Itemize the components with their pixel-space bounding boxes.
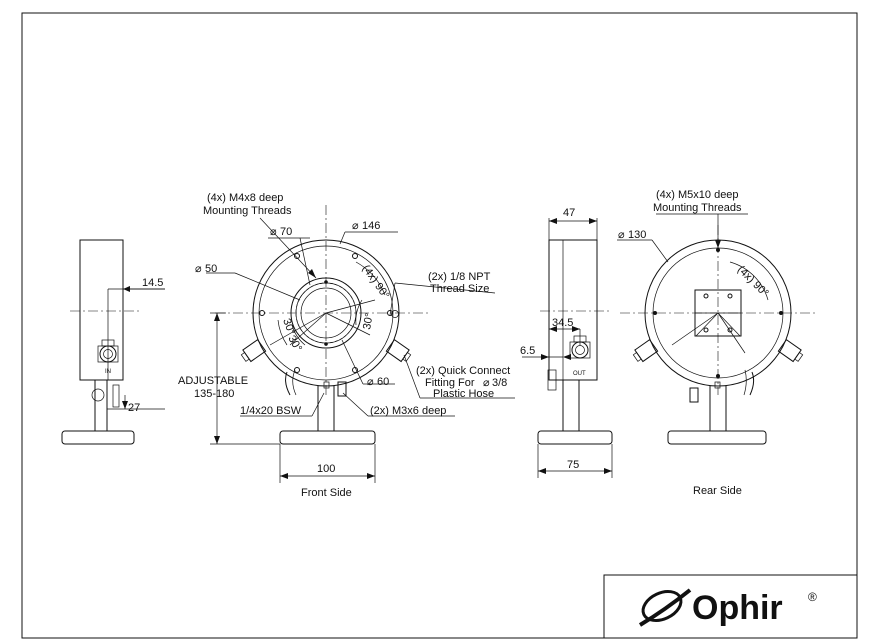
ophir-brand-text: Ophir [692, 589, 783, 627]
side-height-label: 27 [128, 402, 140, 414]
m3-label: (2x) M3x6 deep [370, 405, 446, 417]
logo-box [603, 574, 858, 639]
bsw-label: 1/4x20 BSW [240, 405, 302, 417]
ophir-swoosh-icon [638, 588, 692, 627]
rear-side-width-label: 47 [563, 207, 575, 219]
dia-60-symbol: ⌀ [367, 376, 374, 388]
in-label: IN [105, 369, 111, 375]
rear-threads-label-1: (4x) M5x10 deep [656, 189, 739, 201]
angle-30-b: 30° [285, 334, 304, 354]
drawing-frame [21, 12, 858, 639]
dia-70-label: 70 [280, 226, 292, 238]
registered-mark: ® [808, 590, 817, 604]
rear-side-small-label: 6.5 [520, 345, 535, 357]
dia-50-label: 50 [205, 263, 217, 275]
qc-label-2: Fitting For [425, 377, 475, 389]
angle-30-c: 30° [361, 312, 376, 330]
front-caption: Front Side [301, 487, 352, 499]
rear-threads-label-2: Mounting Threads [653, 202, 742, 214]
ophir-logo: Ophir ® [638, 588, 817, 627]
front-threads-label-2: Mounting Threads [203, 205, 292, 217]
left-side-view [61, 239, 165, 445]
dia-130-symbol: ⌀ [618, 229, 625, 241]
adjustable-label-1: ADJUSTABLE [178, 375, 248, 387]
dia-50-symbol: ⌀ [195, 263, 202, 275]
out-label: OUT [573, 371, 586, 377]
rear-side-base-label: 75 [567, 459, 579, 471]
npt-label-1: (2x) 1/8 NPT [428, 271, 491, 283]
rear-side-offset-label: 34.5 [552, 317, 573, 329]
rear-caption: Rear Side [693, 485, 742, 497]
dia-70-symbol: ⌀ [270, 226, 277, 238]
angle-30-a: 30° [280, 317, 297, 337]
dia-60-label: 60 [377, 376, 389, 388]
rear-view [617, 213, 815, 445]
front-base-width-label: 100 [317, 463, 335, 475]
rear-side-view [522, 218, 613, 478]
dia-146-label: 146 [362, 220, 380, 232]
adjustable-label-2: 135-180 [194, 388, 234, 400]
qc-label-1: (2x) Quick Connect [416, 365, 510, 377]
dia-130-label: 130 [628, 229, 646, 241]
npt-label-2: Thread Size [430, 283, 489, 295]
angle-4x90-front: (4x) 90° [360, 263, 392, 302]
front-threads-label-1: (4x) M4x8 deep [207, 192, 283, 204]
dia-146-symbol: ⌀ [352, 220, 359, 232]
qc-dia-label: 3/8 [492, 377, 507, 389]
front-view [206, 205, 515, 483]
qc-label-3: Plastic Hose [433, 388, 494, 400]
qc-dia-symbol: ⌀ [483, 377, 490, 389]
angle-4x90-rear: (4x) 90° [735, 264, 771, 300]
side-width-label: 14.5 [142, 277, 163, 289]
